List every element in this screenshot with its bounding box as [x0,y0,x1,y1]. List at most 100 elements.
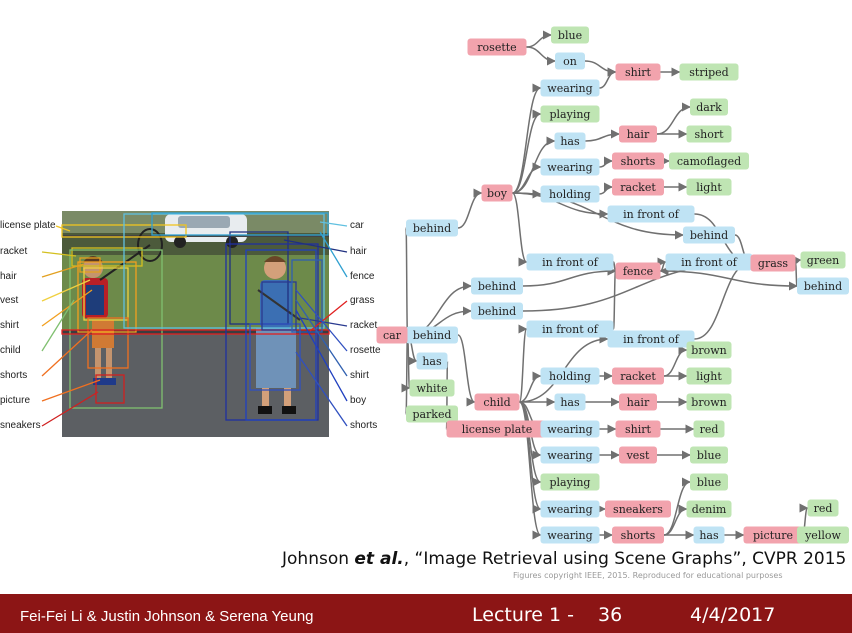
scene-graph-edges [401,30,809,540]
graph-edge [518,401,542,514]
graph-node-blue1: blue [551,26,589,44]
graph-node-label: racket [620,181,656,194]
photo-connector-line [295,309,348,402]
graph-node-infrontof2: in front of [526,253,614,271]
graph-node-label: light [696,370,722,383]
photo-label-left: sneakers [0,420,41,431]
graph-node-green: green [800,251,846,269]
footer-names: Fei-Fei Li & Justin Johnson & Serena Yeu… [20,608,314,625]
graph-edge [656,102,691,135]
graph-node-label: blue [697,476,721,489]
graph-node-label: hair [627,396,650,409]
photo-label-connectors [41,221,348,427]
graph-edge [512,83,542,194]
graph-node-has3: has [554,393,586,411]
graph-node-label: dark [696,101,722,114]
graph-node-yellow: yellow [797,526,849,544]
graph-node-label: picture [753,529,793,542]
citation-authors: Johnson [282,549,349,569]
graph-edge [405,334,415,418]
graph-edge [522,266,617,287]
graph-node-child: child [474,393,520,411]
graph-node-hair1: hair [619,125,657,143]
photo-connector-line [41,329,93,377]
graph-node-label: red [700,423,719,436]
photo-connector-line [41,251,77,257]
graph-node-label: rosette [477,41,516,54]
graph-node-parked: parked [406,405,458,423]
graph-node-light1: light [686,178,732,196]
citation-rest: , “Image Retrieval using Scene Graphs”, … [403,549,847,569]
photo-label-right: rosette [350,345,381,356]
graph-node-shirt2: shirt [615,420,661,438]
photo-label-left: vest [0,295,19,306]
photo-connector-line [41,263,85,278]
graph-node-label: wearing [547,161,592,174]
graph-node-label: camoflaged [677,155,741,168]
graph-node-label: grass [758,257,789,270]
graph-node-label: shirt [625,423,652,436]
graph-node-boy: boy [481,184,513,202]
graph-node-infrontof5: in front of [607,330,695,348]
graph-edge [657,257,667,272]
graph-node-label: behind [478,305,516,318]
graph-node-shirt1: shirt [615,63,661,81]
graph-node-label: behind [413,329,451,342]
graph-node-racket2: racket [612,367,664,385]
photo-label-right: shirt [350,370,369,381]
graph-node-label: car [383,329,402,342]
graph-node-rosette: rosette [467,38,527,56]
graph-node-label: in front of [542,323,599,336]
graph-node-behind4: behind [406,219,458,237]
graph-node-label: wearing [547,82,592,95]
photo-connector-line [41,391,99,427]
graph-edge [584,60,617,77]
graph-edge [457,188,483,229]
graph-node-licenseplate: license plate [446,420,548,438]
graph-node-wearing1: wearing [540,79,600,97]
graph-node-label: hair [627,128,650,141]
graph-node-behind2: behind [406,326,458,344]
graph-edge [405,224,415,336]
photo-label-right: racket [350,320,378,331]
tennis-photo [61,211,330,437]
graph-node-has1: has [554,132,586,150]
graph-edge [526,30,552,48]
graph-node-blue2: blue [690,446,728,464]
footer-slide-number: 36 [598,604,623,626]
graph-node-label: brown [691,344,726,357]
photo-connector-line [295,351,348,427]
graph-node-label: child [483,396,510,409]
graph-edge [607,266,617,330]
graph-node-camoflaged: camoflaged [669,152,749,170]
graph-node-label: blue [558,29,582,42]
photo-label-left: shorts [0,370,28,381]
graph-node-dark: dark [690,98,728,116]
graph-node-playing2: playing [540,473,600,491]
graph-node-car: car [376,326,408,344]
photo-label-right: grass [350,295,375,306]
graph-edge [585,129,620,142]
graph-node-grass: grass [750,254,796,272]
photo-label-right: shorts [350,420,378,431]
graph-node-label: sneakers [613,503,663,516]
graph-node-label: behind [413,222,451,235]
graph-node-shorts1: shorts [612,152,664,170]
graph-node-label: white [417,382,448,395]
photo-connector-line [55,225,71,232]
graph-node-behind5: behind [471,277,523,295]
graph-edge [607,261,617,276]
graph-edge [512,109,542,194]
graph-node-label: fence [623,265,653,278]
photo-label-left: picture [0,395,31,406]
graph-node-label: boy [487,187,508,200]
graph-node-label: has [560,135,580,148]
graph-node-behind1: behind [683,226,735,244]
graph-node-playing1: playing [540,105,600,123]
copyright-note: Figures copyright IEEE, 2015. Reproduced… [513,571,783,580]
photo-label-left: racket [0,246,28,257]
graph-node-on: on [555,52,585,70]
graph-node-wearing6: wearing [540,526,600,544]
